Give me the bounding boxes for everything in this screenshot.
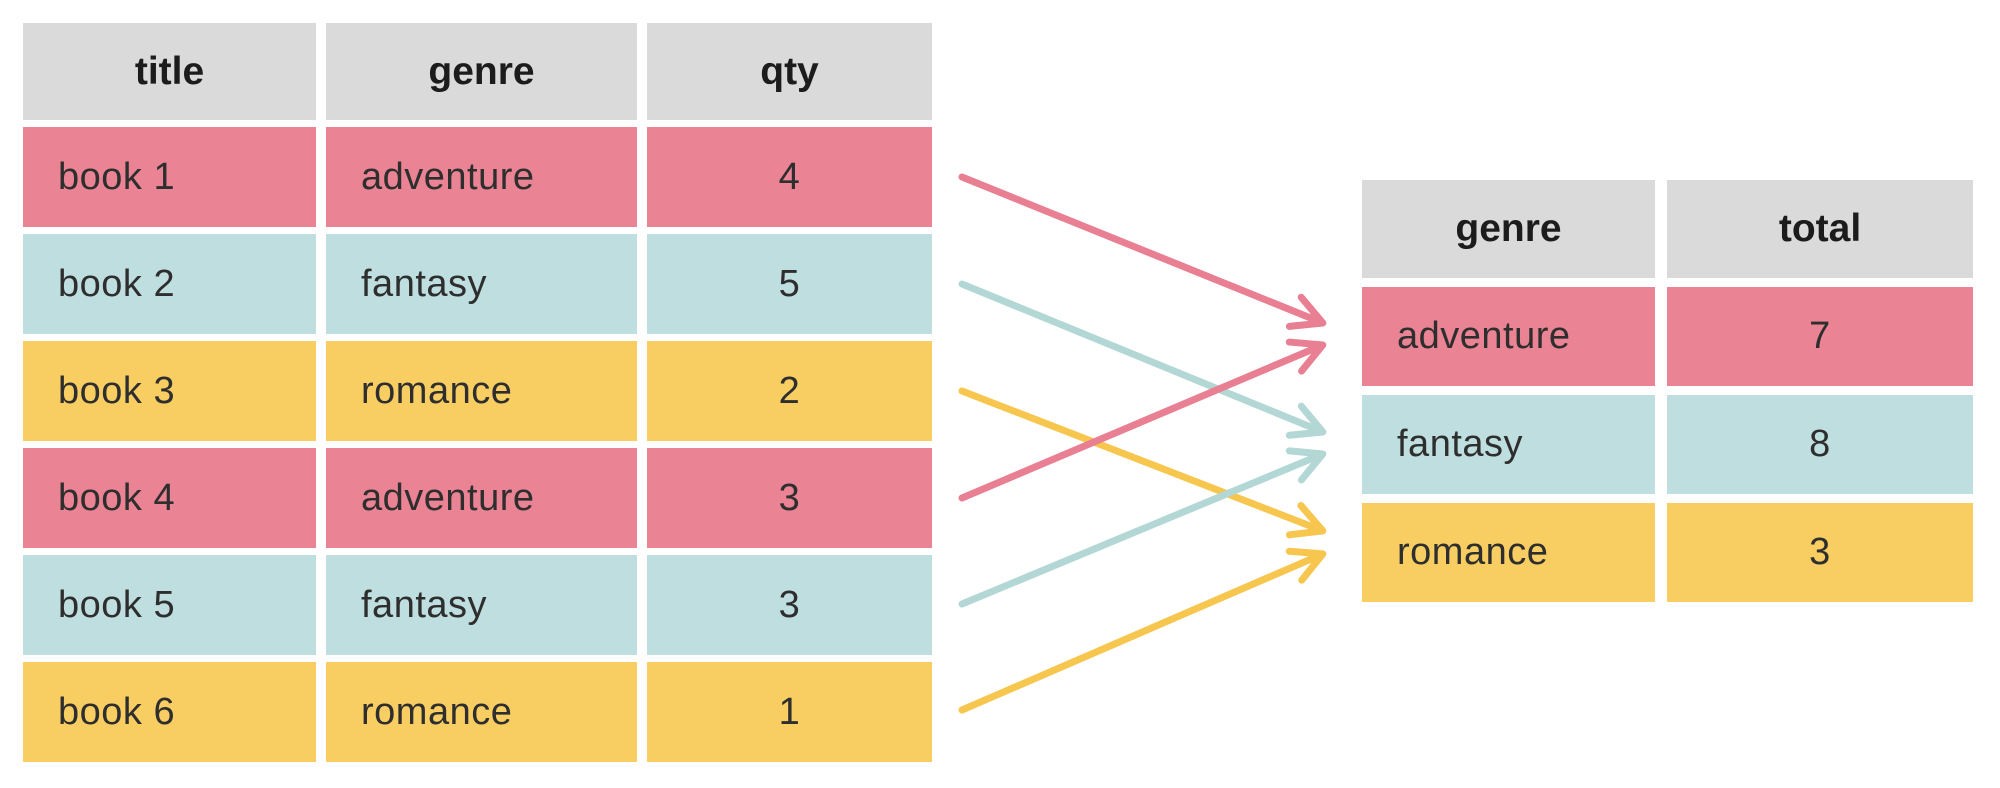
source-row-qty: 3 [647,555,932,655]
result-row-total: 8 [1667,395,1973,494]
source-row-title: book 2 [23,234,316,334]
result-row-genre: romance [1362,503,1655,602]
source-row-title: book 5 [23,555,316,655]
source-row-qty: 5 [647,234,932,334]
source-row-genre: romance [326,662,637,762]
source-row-genre: adventure [326,448,637,548]
arrow-book4-to-adventure [958,338,1327,502]
arrow-book2-to-fantasy [958,280,1327,439]
source-row-genre: adventure [326,127,637,227]
source-table: title genre qty book 1 adventure 4 book … [23,23,932,762]
arrow-book6-to-romance [958,547,1327,714]
source-row-genre: romance [326,341,637,441]
result-row-total: 7 [1667,287,1973,386]
arrow-book5-to-fantasy [958,447,1327,608]
source-row-title: book 1 [23,127,316,227]
source-header-genre: genre [326,23,637,120]
source-row-qty: 3 [647,448,932,548]
source-row-qty: 4 [647,127,932,227]
result-header-total: total [1667,180,1973,278]
result-header-genre: genre [1362,180,1655,278]
source-row-qty: 2 [647,341,932,441]
source-row-title: book 6 [23,662,316,762]
source-header-qty: qty [647,23,932,120]
result-row-genre: fantasy [1362,395,1655,494]
source-row-genre: fantasy [326,555,637,655]
result-row-total: 3 [1667,503,1973,602]
source-row-title: book 4 [23,448,316,548]
source-row-qty: 1 [647,662,932,762]
arrow-book1-to-adventure [958,173,1327,330]
result-row-genre: adventure [1362,287,1655,386]
source-header-title: title [23,23,316,120]
result-table: genre total adventure 7 fantasy 8 romanc… [1362,180,1973,602]
source-row-genre: fantasy [326,234,637,334]
source-row-title: book 3 [23,341,316,441]
arrow-book3-to-romance [958,387,1327,539]
